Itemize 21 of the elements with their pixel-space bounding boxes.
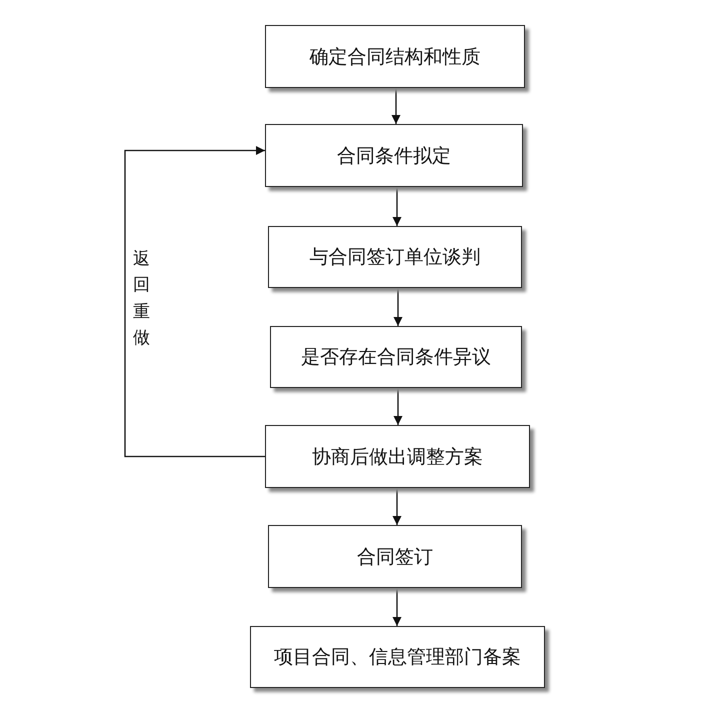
process-box (268, 226, 522, 288)
process-box (265, 124, 523, 187)
box-label: 合同条件拟定 (337, 144, 451, 168)
box-label: 是否存在合同条件异议 (301, 345, 491, 370)
box-label: 项目合同、信息管理部门备案 (274, 645, 521, 670)
process-box (265, 425, 530, 488)
arrow (392, 588, 402, 626)
box-label: 确定合同结构和性质 (310, 44, 480, 70)
process-box (268, 525, 522, 588)
process-box (265, 25, 525, 88)
arrow (392, 187, 402, 226)
arrow (392, 488, 402, 525)
box-label: 协商后做出调整方案 (312, 444, 483, 470)
process-box (250, 626, 545, 688)
arrow (124, 146, 265, 458)
arrow (394, 388, 402, 425)
box-label: 与合同签订单位谈判 (310, 245, 480, 270)
arrow (394, 288, 402, 326)
box-label: 合同签订 (357, 544, 433, 570)
arrow (392, 88, 400, 124)
process-box (270, 326, 522, 388)
